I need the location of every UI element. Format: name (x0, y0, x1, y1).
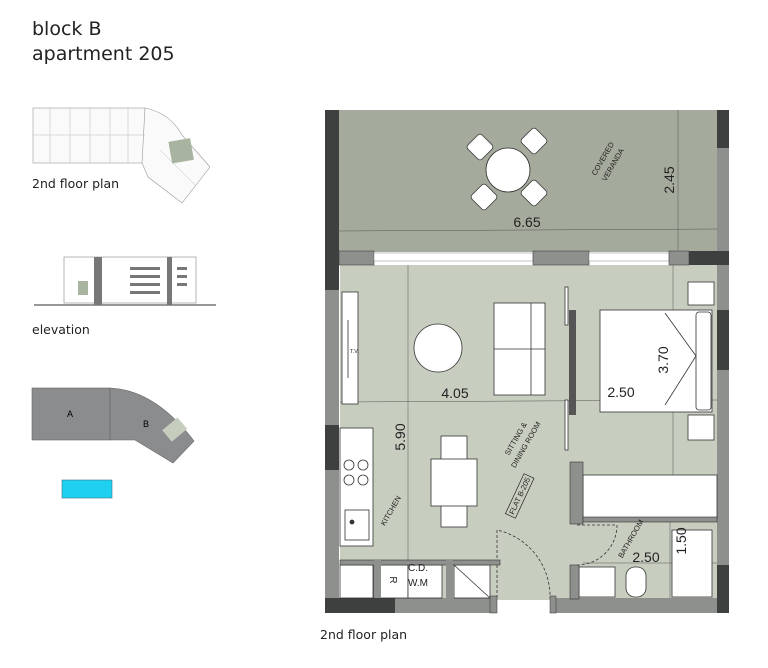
block-a-label: A (67, 409, 73, 419)
block-title: block B (32, 18, 102, 40)
dining-chair (440, 504, 468, 528)
dim-bathroom-depth: 1.50 (673, 527, 689, 554)
sink (344, 509, 370, 541)
veranda-table-set (466, 127, 548, 211)
dim-veranda-width: 6.65 (513, 214, 540, 230)
dim-veranda-depth: 2.45 (661, 166, 677, 193)
dining-chair (440, 435, 468, 461)
entry-door[interactable] (496, 529, 551, 599)
dim-living-width: 4.05 (441, 385, 468, 401)
elevation-thumbnail[interactable] (30, 255, 220, 315)
coffee-table (413, 323, 463, 373)
shower (671, 529, 713, 598)
tv-unit (341, 291, 359, 405)
fridge-label: R (387, 576, 398, 583)
dim-bathroom-width: 2.50 (632, 549, 659, 565)
toilet (625, 566, 647, 598)
washbasin (578, 566, 616, 598)
block-b-label: B (143, 419, 149, 429)
bathroom-door[interactable] (576, 524, 618, 566)
block-map: A B (31, 387, 195, 499)
elevation-caption: elevation (32, 322, 90, 337)
nightstand (687, 414, 715, 441)
floor-plan-thumbnail[interactable] (30, 105, 210, 205)
block-a[interactable] (31, 387, 111, 441)
apartment-highlight (168, 138, 194, 164)
tv-label: T.V. (350, 349, 359, 355)
apartment-title: apartment 205 (32, 43, 175, 65)
dim-bedroom-width: 2.50 (607, 384, 634, 400)
block-b[interactable] (109, 387, 195, 464)
apartment-location (162, 417, 188, 442)
dim-total-depth: 5.90 (392, 423, 408, 450)
nightstand (687, 281, 715, 306)
legend-swatch (61, 479, 113, 499)
cd-label: C.D. (408, 563, 428, 574)
bed (599, 309, 713, 413)
floor-plan-caption: 2nd floor plan (32, 176, 120, 191)
wm-label: W.M (408, 578, 428, 589)
dining-table (430, 458, 478, 507)
plan-caption: 2nd floor plan (320, 627, 408, 642)
dim-bedroom-depth: 3.70 (655, 346, 671, 373)
